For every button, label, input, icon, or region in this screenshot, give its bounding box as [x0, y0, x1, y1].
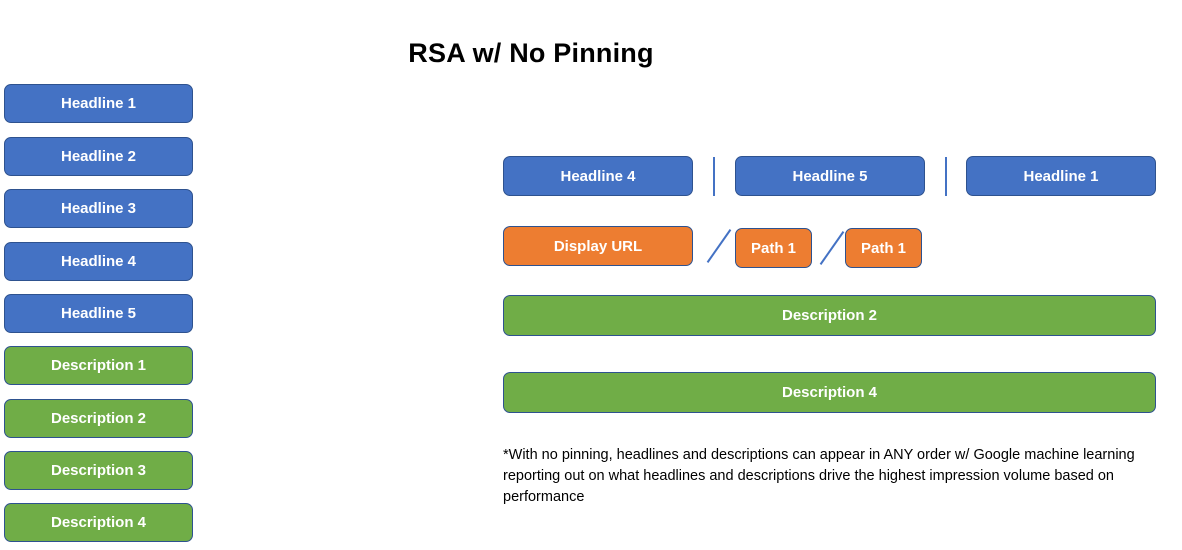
headline-separator-pipe-1	[713, 157, 715, 196]
legend-item-description-2[interactable]: Description 2	[4, 399, 193, 438]
footnote-text: *With no pinning, headlines and descript…	[503, 447, 1135, 506]
legend-item-headline-2[interactable]: Headline 2	[4, 137, 193, 176]
preview-description-2[interactable]: Description 4	[503, 372, 1156, 413]
legend-item-headline-5[interactable]: Headline 5	[4, 294, 193, 333]
preview-path-2[interactable]: Path 1	[845, 228, 922, 268]
page-title: RSA w/ No Pinning	[408, 38, 654, 68]
legend-item-headline-1[interactable]: Headline 1	[4, 84, 193, 123]
legend-item-description-3[interactable]: Description 3	[4, 451, 193, 490]
legend-item-description-1[interactable]: Description 1	[4, 346, 193, 385]
url-separator-slash-2	[819, 231, 845, 265]
legend-item-headline-3[interactable]: Headline 3	[4, 189, 193, 228]
preview-headline-3[interactable]: Headline 1	[966, 156, 1156, 196]
preview-description-1[interactable]: Description 2	[503, 295, 1156, 336]
preview-display-url[interactable]: Display URL	[503, 226, 693, 266]
preview-path-1[interactable]: Path 1	[735, 228, 812, 268]
legend-item-description-4[interactable]: Description 4	[4, 503, 193, 542]
legend-item-headline-4[interactable]: Headline 4	[4, 242, 193, 281]
headline-separator-pipe-2	[945, 157, 947, 196]
url-separator-slash-1	[706, 229, 732, 263]
preview-headline-1[interactable]: Headline 4	[503, 156, 693, 196]
preview-headline-2[interactable]: Headline 5	[735, 156, 925, 196]
